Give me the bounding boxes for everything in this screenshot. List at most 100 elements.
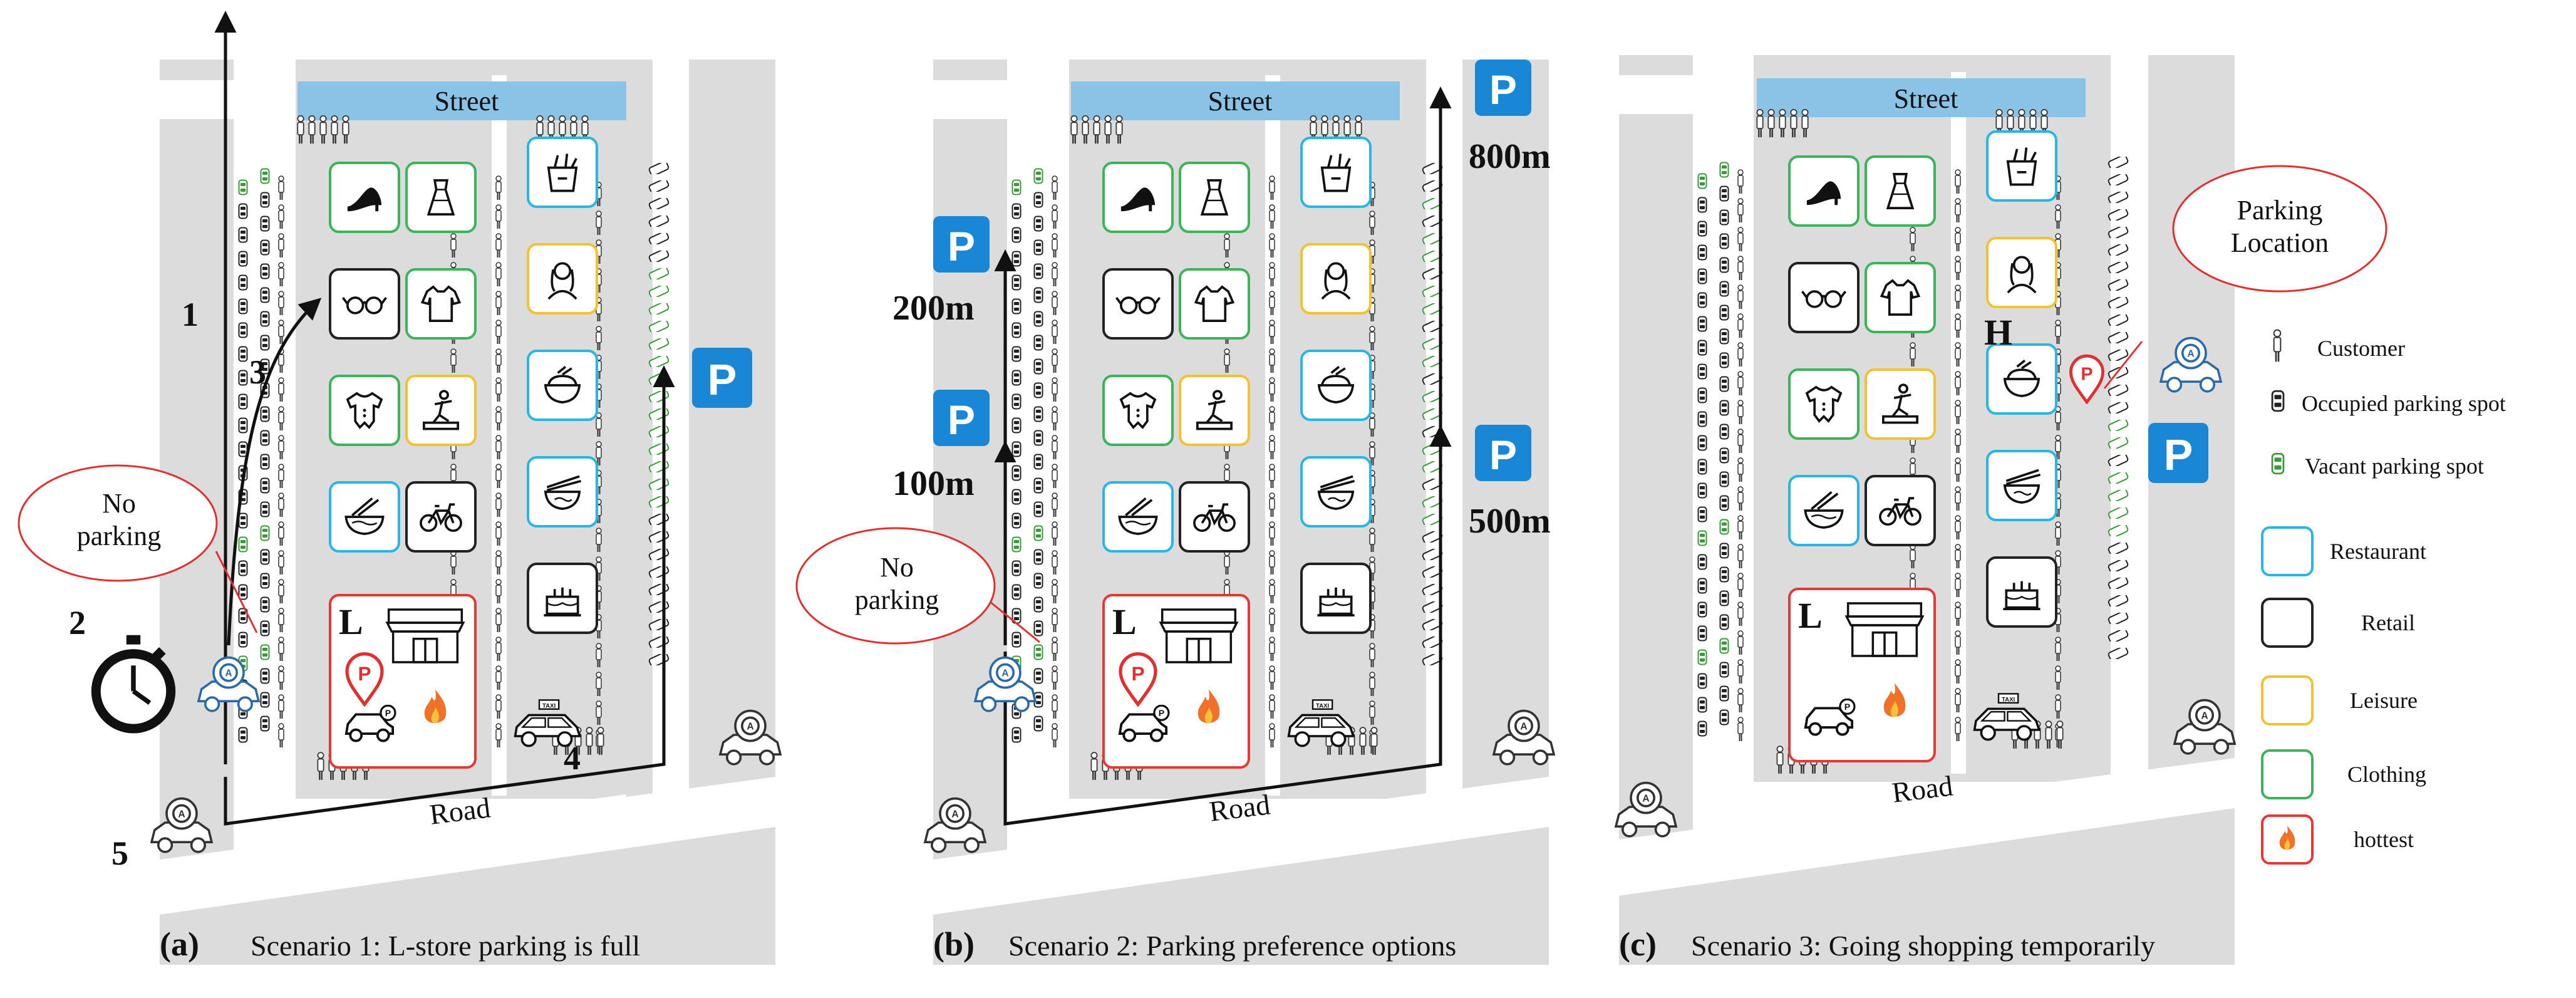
customer-icon bbox=[1052, 464, 1058, 489]
route-4-arrow bbox=[224, 365, 675, 826]
occupied-spot bbox=[1719, 233, 1729, 249]
occupied-spot bbox=[1033, 239, 1043, 256]
occupied-spot bbox=[1033, 335, 1043, 351]
occupied-spot bbox=[2108, 297, 2129, 308]
l-store-hottest bbox=[1788, 588, 1936, 762]
occupied-spot bbox=[1011, 274, 1022, 291]
occupied-spot bbox=[2108, 227, 2129, 238]
customer-icon bbox=[1737, 284, 1744, 309]
occupied-spot bbox=[2108, 385, 2129, 396]
shop-tile-restaurant bbox=[1986, 130, 2057, 202]
shop-tile-clothing bbox=[405, 268, 477, 340]
occupied-spot bbox=[1697, 720, 1707, 737]
vacant-spot bbox=[2108, 490, 2129, 501]
no-parking-callout-b bbox=[795, 527, 996, 645]
occupied-spot bbox=[238, 251, 248, 267]
customer-icon bbox=[278, 665, 284, 690]
street-label-a: Street bbox=[435, 86, 499, 117]
occupied-spot bbox=[1697, 268, 1707, 284]
customer-icon bbox=[1737, 457, 1744, 482]
occupied-spot bbox=[1011, 322, 1022, 338]
occupied-spot bbox=[2108, 209, 2129, 221]
vacant-spot bbox=[1011, 536, 1022, 553]
occupied-spot bbox=[1697, 625, 1707, 642]
occupied-spot bbox=[2108, 314, 2129, 326]
customer-icon bbox=[278, 492, 284, 517]
occupied-spot bbox=[238, 584, 248, 600]
legend-restaurant-swatch bbox=[2261, 526, 2314, 576]
route-500m-arrow bbox=[1003, 425, 1452, 826]
l-store-label: L bbox=[339, 601, 363, 642]
parking-sign-200m bbox=[933, 216, 990, 273]
legend-customer-icon bbox=[2273, 329, 2282, 363]
road-label-a: Road bbox=[428, 791, 492, 830]
vacant-spot bbox=[1011, 179, 1022, 195]
panel-c-letter: (c) bbox=[1619, 925, 1657, 963]
legend-clothing-label: Clothing bbox=[2347, 762, 2426, 787]
occupied-spot bbox=[2108, 279, 2129, 291]
occupied-spot bbox=[2108, 192, 2129, 203]
vacant-spot bbox=[260, 644, 270, 660]
distance-200m: 200m bbox=[892, 289, 975, 328]
occupied-spot bbox=[1033, 549, 1043, 565]
occupied-spot bbox=[1719, 447, 1729, 464]
occupied-spot bbox=[260, 406, 270, 422]
occupied-spot bbox=[1033, 311, 1043, 327]
shop-tile-clothing bbox=[1179, 162, 1250, 233]
occupied-spot bbox=[1697, 363, 1707, 380]
shop-tile-retail bbox=[1102, 268, 1174, 340]
occupied-spot bbox=[1011, 441, 1022, 457]
callout-b-line1: No bbox=[880, 552, 914, 583]
occupied-spot bbox=[1011, 393, 1022, 410]
customer-icon bbox=[1737, 169, 1744, 194]
customer-icon bbox=[278, 521, 284, 546]
customer-icon bbox=[1052, 608, 1058, 633]
legend-occupied-icon bbox=[2271, 390, 2285, 412]
customer-icon bbox=[1737, 515, 1744, 540]
occupied-spot bbox=[1011, 727, 1022, 743]
callout-a-line1: No bbox=[102, 488, 136, 519]
customer-icon bbox=[278, 464, 284, 489]
occupied-spot bbox=[1033, 382, 1043, 398]
parking-sign-c bbox=[2148, 423, 2208, 483]
customer-icon bbox=[1737, 371, 1744, 396]
occupied-spot bbox=[1697, 221, 1707, 237]
customer-icon bbox=[1052, 320, 1058, 345]
step-5-label: 5 bbox=[111, 834, 128, 872]
occupied-spot bbox=[2108, 262, 2129, 273]
customer-icon bbox=[278, 262, 284, 287]
occupied-spot bbox=[1011, 251, 1022, 267]
vacant-spot bbox=[1719, 162, 1729, 178]
customer-icon bbox=[1052, 435, 1058, 460]
occupied-spot bbox=[1719, 352, 1729, 368]
customer-icon bbox=[1737, 659, 1744, 684]
occupied-spot bbox=[1033, 263, 1043, 279]
customer-icon bbox=[1052, 521, 1058, 546]
occupied-spot bbox=[260, 239, 270, 256]
customer-icon bbox=[278, 320, 284, 345]
occupied-spot bbox=[260, 620, 270, 637]
distance-500m: 500m bbox=[1469, 502, 1551, 541]
occupied-spot bbox=[1033, 216, 1043, 232]
occupied-spot bbox=[1697, 340, 1707, 356]
occupied-spot bbox=[1011, 417, 1022, 434]
occupied-spot bbox=[260, 454, 270, 470]
parking-sign-200m-letter: P bbox=[948, 223, 975, 269]
shop-tile-clothing bbox=[1865, 262, 1936, 333]
vacant-spot bbox=[2108, 437, 2129, 449]
occupied-spot bbox=[260, 692, 270, 708]
occupied-spot bbox=[238, 322, 248, 338]
occupied-spot bbox=[1033, 477, 1043, 494]
occupied-spot bbox=[2108, 455, 2129, 466]
occupied-spot bbox=[2108, 367, 2129, 378]
occupied-spot bbox=[1719, 376, 1729, 392]
customer-icon bbox=[1052, 377, 1058, 402]
occupied-spot bbox=[1033, 573, 1043, 589]
occupied-spot bbox=[1011, 584, 1022, 600]
customer-icon bbox=[1737, 486, 1744, 511]
vacant-spot bbox=[1033, 644, 1043, 660]
customer-icon bbox=[278, 406, 284, 431]
customer-icon bbox=[1052, 291, 1058, 316]
customer-icon bbox=[1052, 637, 1058, 662]
